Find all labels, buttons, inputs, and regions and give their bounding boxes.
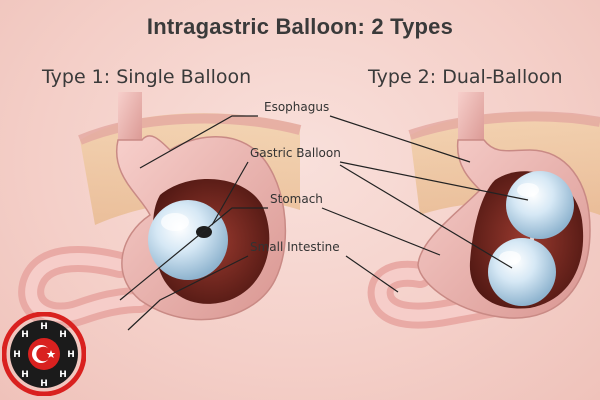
type-2-label: Type 2: Dual-Balloon <box>368 66 563 88</box>
leader-balloon-left <box>211 161 249 226</box>
callout-lines <box>119 115 529 331</box>
svg-text:H: H <box>59 330 67 340</box>
left-esophagus <box>118 92 142 148</box>
leader-intestine-right <box>345 255 399 293</box>
leader-balloon-right-b <box>339 164 513 269</box>
right-lower-balloon <box>488 238 556 306</box>
svg-text:H: H <box>13 350 21 360</box>
svg-text:H: H <box>40 322 48 332</box>
svg-text:H: H <box>40 379 48 389</box>
svg-text:H: H <box>59 370 67 380</box>
right-diaphragm-band <box>408 111 600 140</box>
type-1-label: Type 1: Single Balloon <box>42 66 252 88</box>
svg-text:H: H <box>21 330 29 340</box>
page-title: Intragastric Balloon: 2 Types <box>146 14 454 39</box>
left-stomach <box>18 92 287 329</box>
right-esophagus <box>458 92 484 149</box>
left-balloon <box>148 200 228 280</box>
callout-gastric-balloon: Gastric Balloon <box>250 146 341 160</box>
leader-stomach-right <box>321 207 441 256</box>
callout-esophagus: Esophagus <box>264 100 330 114</box>
right-stomach <box>367 92 591 329</box>
leader-esophagus-left <box>139 115 258 169</box>
right-upper-balloon <box>506 171 574 239</box>
turkish-flag-gear-logo: H H H H H H H H <box>2 312 86 396</box>
leader-balloon-right-a <box>339 161 529 201</box>
left-diaphragm-band <box>78 113 302 145</box>
callout-stomach: Stomach <box>270 192 323 206</box>
svg-text:H: H <box>21 370 29 380</box>
leader-stomach-left <box>119 207 268 301</box>
leader-intestine-left <box>127 255 249 331</box>
leader-esophagus-right <box>329 115 471 163</box>
callout-small-intestine: Small Intestine <box>250 240 340 254</box>
svg-text:H: H <box>67 350 75 360</box>
